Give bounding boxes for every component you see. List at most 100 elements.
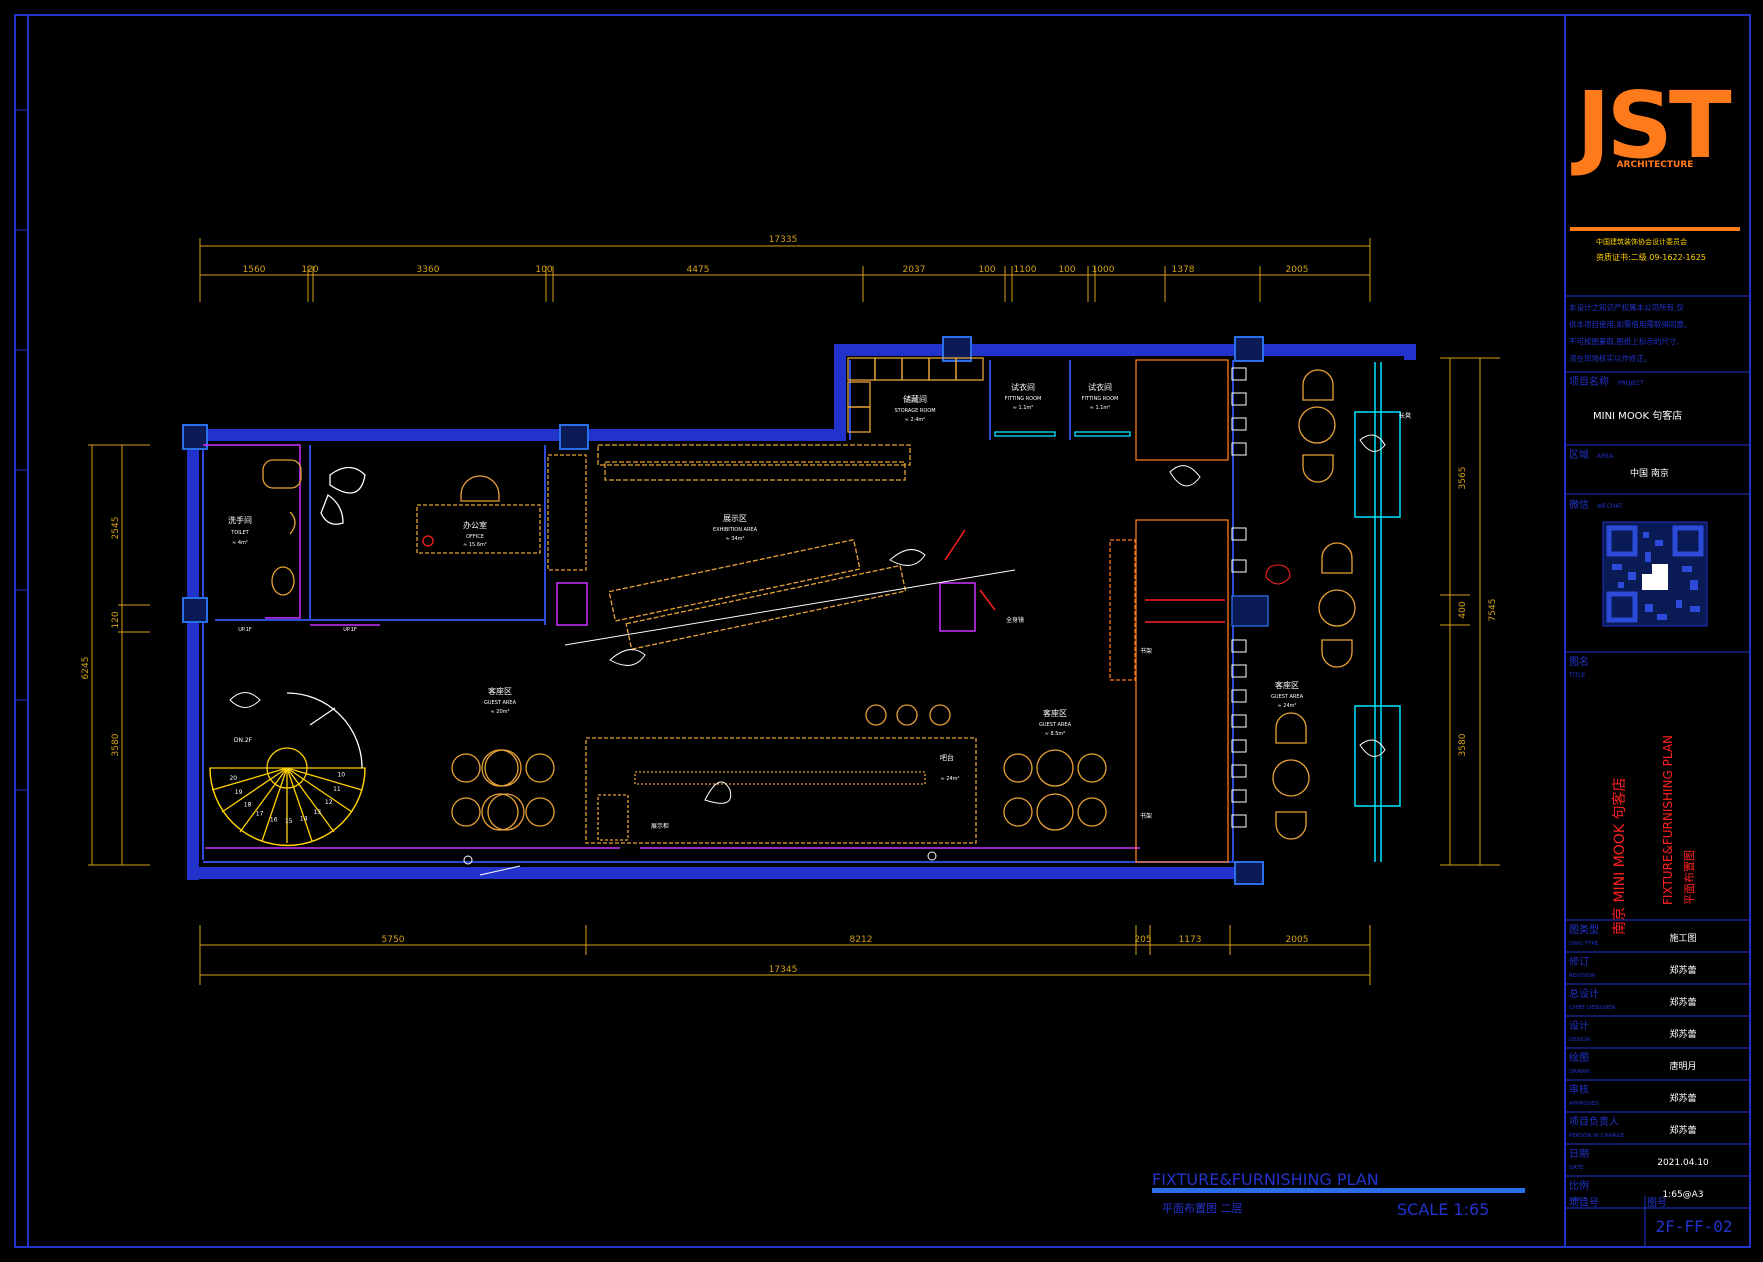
wall-details	[202, 360, 1240, 863]
plan-title-en: FIXTURE&FURNISHING PLAN	[1152, 1170, 1379, 1189]
plan-title-rule	[1152, 1188, 1525, 1193]
wechat-label: 微信	[1569, 498, 1589, 511]
dim-bottom-1: 8212	[850, 935, 873, 945]
toilet-label-en: TOILET	[230, 530, 249, 536]
qr-code-icon	[1602, 521, 1708, 627]
title-row-value: 郑苏蕾	[1669, 1028, 1696, 1040]
title-row-label-en: DWG TYPE	[1569, 941, 1599, 947]
fitting2-label: 试衣间	[1088, 382, 1112, 392]
drawing-label: 图名	[1569, 655, 1589, 668]
fitting1-label: 试衣间	[1011, 382, 1035, 392]
dim-bottom-4: 2005	[1286, 935, 1309, 945]
stair-step-number: 15	[285, 818, 293, 825]
title-row-label: 审核	[1569, 1083, 1589, 1096]
company-line2: 资质证书:二级 09-1622-1625	[1596, 252, 1706, 262]
notice-line-1: 本设计之知识产权属本公司所有,仅	[1569, 302, 1684, 312]
dim-top-3: 100	[535, 265, 552, 275]
columns	[182, 336, 1264, 885]
magenta-partitions	[203, 444, 1140, 849]
storage-label-en: STORAGE ROOM	[894, 408, 935, 414]
toilet-area: ≈ 4m²	[232, 540, 248, 546]
glass-facade	[1354, 362, 1401, 862]
plan-title-cn: 平面布置图 二层	[1162, 1202, 1243, 1215]
notice-line-4: 须在现场核实以作修正。	[1569, 353, 1652, 363]
dim-bottom-total: 17345	[769, 965, 798, 975]
stair-step-number: 17	[256, 811, 264, 818]
dim-top-7: 1100	[1014, 265, 1037, 275]
shelf-note-1: 书架	[1140, 647, 1152, 655]
sheet-label: 图号	[1647, 1197, 1667, 1209]
spiral-stair	[209, 692, 366, 847]
logo-sub: ARCHITECTURE	[1617, 160, 1694, 170]
title-row-label: 总设计	[1569, 987, 1599, 1000]
stair-step-number: 19	[235, 789, 243, 796]
notice-line-2: 供本项目使用,如需借用需取得同意。	[1569, 319, 1691, 329]
storage-label: 储藏间	[903, 394, 927, 404]
title-row-label-en: DATE	[1569, 1165, 1584, 1171]
title-row-label-en: CHIEF DESIGNER	[1569, 1005, 1616, 1011]
exhibition-area: ≈ 34m²	[725, 536, 744, 542]
area-label: 区域	[1569, 448, 1589, 461]
company-line1: 中国建筑装饰协会设计委员会	[1596, 237, 1687, 246]
title-row-label-en: DESIGN	[1569, 1037, 1590, 1043]
dim-top-0: 1560	[243, 265, 266, 275]
drawing-title-sub: 平面布置图	[1683, 850, 1696, 905]
project-name: MINI MOOK 句客店	[1593, 409, 1682, 422]
notice-line-3: 不可按图量取,图纸上标示的尺寸,	[1569, 336, 1679, 346]
title-row-value: 1:65@A3	[1662, 1190, 1703, 1200]
drawing-label-en: TITLE	[1568, 672, 1585, 679]
title-row-value: 2021.04.10	[1657, 1158, 1709, 1168]
walls	[187, 344, 1416, 880]
office-area: ≈ 15.6m²	[463, 542, 487, 548]
title-row-label: 修订	[1569, 955, 1589, 968]
dim-right-2: 3580	[1458, 733, 1468, 756]
drawing-title-en: FIXTURE&FURNISHING PLAN	[1661, 735, 1675, 905]
dimensions	[88, 238, 1500, 985]
exhibition-label-en: EXHIBITION AREA	[713, 527, 758, 533]
stair-step-number: 18	[244, 801, 252, 808]
dim-top-4: 4475	[687, 265, 710, 275]
fitting2-label-en: FITTING ROOM	[1082, 396, 1119, 402]
guest1-area: ≈ 20m²	[490, 709, 509, 715]
drawing-title-cn: 南京 MINI MOOK 句客店	[1611, 778, 1628, 935]
project-label: 项目名称	[1569, 375, 1609, 388]
wechat-label-en: WECHAT	[1597, 503, 1623, 510]
stair-step-number: 13	[313, 809, 321, 816]
office-label: 办公室	[463, 520, 487, 530]
stair-step-number: 14	[300, 815, 308, 822]
title-row-label: 项目负责人	[1569, 1115, 1619, 1128]
decor-white	[229, 434, 1386, 876]
guest3-area: ≈ 24m²	[1277, 703, 1296, 709]
title-row-value: 郑苏蕾	[1669, 1124, 1696, 1136]
guest1-label: 客座区	[488, 686, 512, 696]
dim-right-total: 7545	[1488, 599, 1498, 622]
toilet-label: 洗手间	[228, 515, 252, 525]
item-label: 项目号	[1569, 1197, 1599, 1209]
stair-step-number: 20	[229, 775, 237, 782]
title-row-label-en: SCALE	[1569, 1197, 1587, 1203]
title-row-label: 比例	[1569, 1179, 1589, 1192]
title-row-value: 施工图	[1669, 932, 1696, 944]
sheet-number: 2F-FF-02	[1655, 1217, 1732, 1236]
dim-bottom-0: 5750	[382, 935, 405, 945]
room-labels: 洗手间 TOILET ≈ 4m² 办公室 OFFICE ≈ 15.6m² 储藏间…	[228, 382, 1411, 830]
dim-top-9: 1000	[1092, 265, 1115, 275]
dim-left-0: 2545	[111, 517, 121, 540]
guest3-label: 客座区	[1275, 680, 1299, 690]
stool-note: 长凳	[1399, 412, 1411, 420]
title-row-label: 图类型	[1569, 923, 1599, 936]
stair-label: DN.2F	[234, 737, 253, 744]
dim-right-0: 3565	[1458, 467, 1468, 490]
stair-step-number: 16	[270, 816, 278, 823]
guest2-label: 客座区	[1043, 708, 1067, 718]
title-row-label: 设计	[1569, 1019, 1589, 1032]
dim-top-1: 120	[301, 265, 318, 275]
dim-left-1: 120	[111, 611, 121, 628]
shelf-note-2: 书架	[1140, 812, 1152, 820]
title-row-label-en: DRAWN	[1569, 1069, 1590, 1075]
title-row-label-en: REVISION	[1569, 973, 1595, 979]
guest3-label-en: GUEST AREA	[1271, 694, 1304, 700]
title-row-value: 唐明月	[1669, 1060, 1696, 1072]
inner-frame	[27, 14, 1751, 1248]
